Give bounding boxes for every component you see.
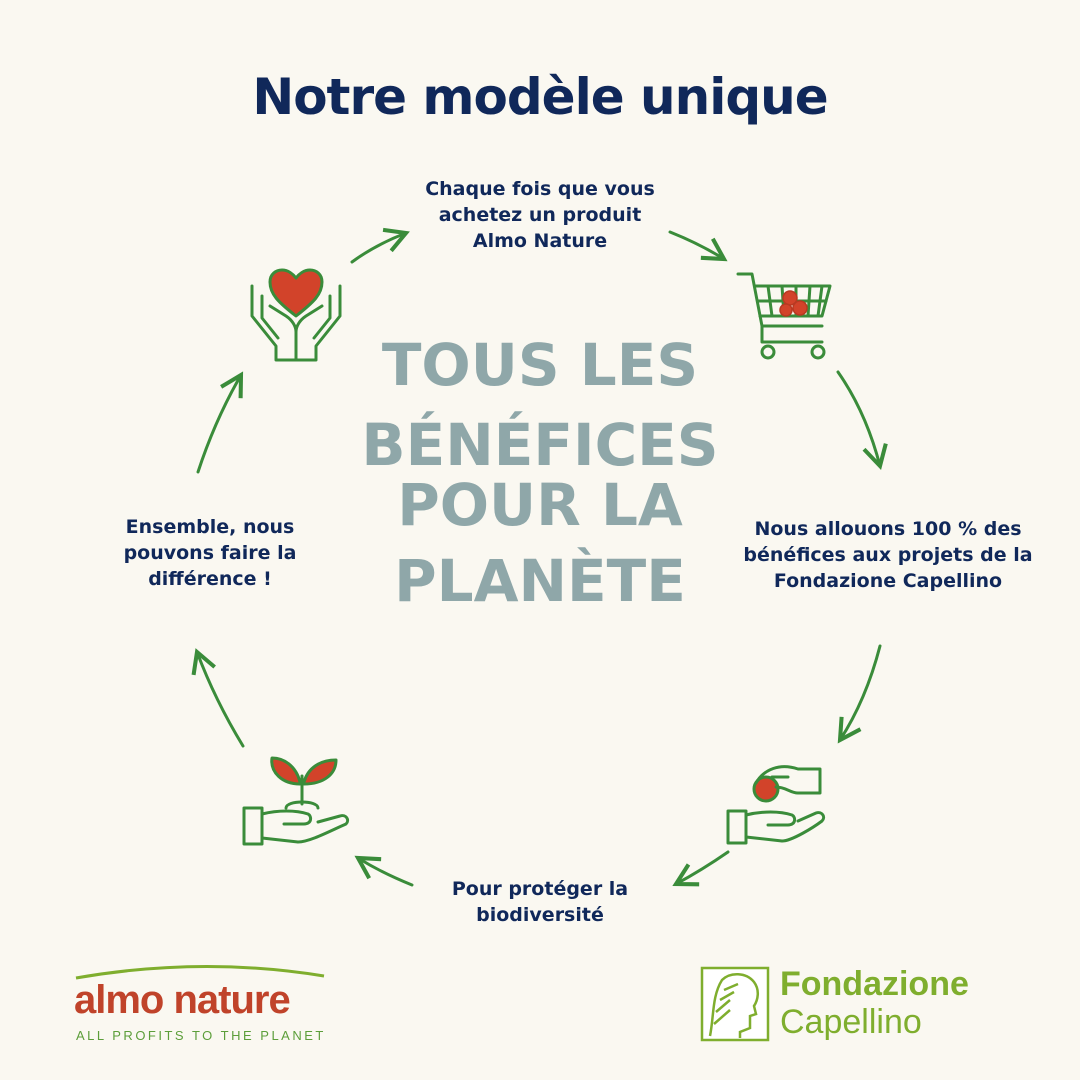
center-line-1: TOUS LES (381, 331, 699, 399)
heart-hands-icon (250, 268, 342, 362)
arrow-cart-down (836, 370, 888, 471)
shopping-cart-icon (736, 272, 832, 360)
center-statement: TOUS LES BÉNÉFICES POUR LA PLANÈTE (300, 332, 780, 614)
step-protect-text: Pour protéger la biodiversité (451, 878, 629, 926)
fondazione-logo-line2: Capellino (780, 1003, 922, 1041)
almo-logo-name: almo nature (74, 978, 291, 1022)
center-line-4: PLANÈTE (394, 547, 686, 615)
fondazione-logo-line1: Fondazione (780, 965, 969, 1003)
almo-logo-tagline: ALL PROFITS TO THE PLANET (76, 1028, 326, 1043)
arrow-sprout-up (191, 648, 245, 748)
arrow-giving-to-protect (672, 850, 730, 887)
fondazione-emblem-icon (700, 966, 770, 1042)
almo-nature-logo: almo nature ALL PROFITS TO THE PLANET (72, 960, 332, 1050)
arrow-text-to-cart (668, 230, 728, 262)
almo-swoosh-icon (75, 965, 325, 980)
arrow-together-up (196, 371, 244, 474)
giving-hands-icon (726, 765, 826, 845)
arrow-hands-to-text (350, 227, 410, 264)
center-line-3: POUR LA (397, 471, 683, 539)
arrow-allocate-down (837, 644, 882, 744)
sprout-hand-icon (242, 756, 350, 846)
step-together-text: Ensemble, nous pouvons faire la différen… (123, 516, 297, 590)
step-purchase-text: Chaque fois que vous achetez un produit … (425, 178, 655, 252)
arrow-protect-to-sprout (354, 855, 414, 887)
step-allocate-text: Nous allouons 100 % des bénéfices aux pr… (743, 518, 1033, 592)
center-line-2: BÉNÉFICES (361, 411, 719, 479)
fondazione-capellino-logo: Fondazione Capellino (700, 965, 1030, 1045)
page-title: Notre modèle unique (252, 68, 828, 126)
